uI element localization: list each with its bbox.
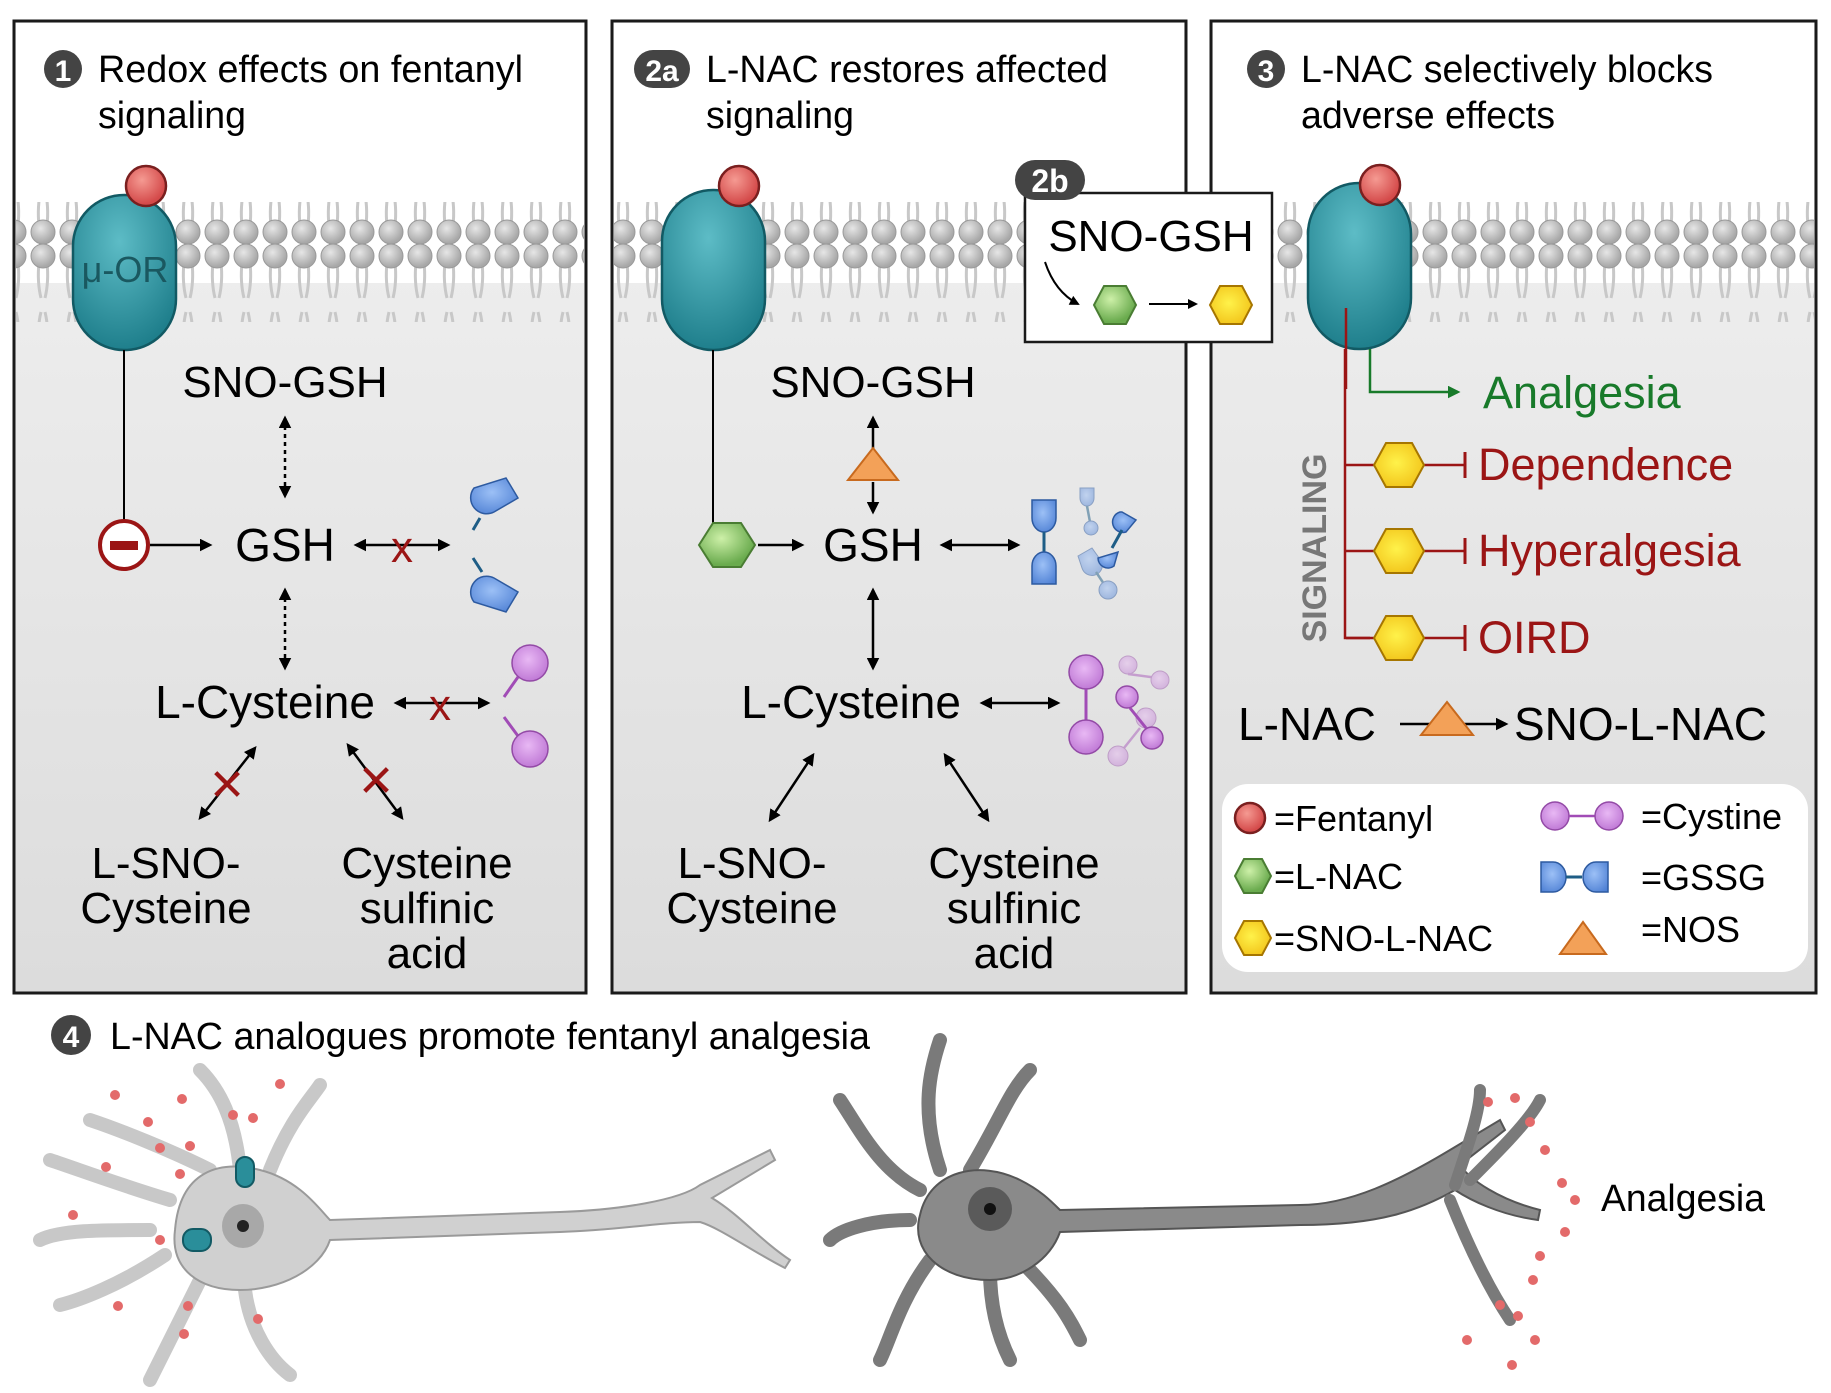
badge-3-text: 3 (1258, 55, 1275, 88)
l-sno-cysteine-label: Cysteine (666, 884, 837, 933)
panel-3: 3 L-NAC selectively blocks adverse effec… (1209, 19, 1818, 995)
badge-2b (1015, 160, 1085, 200)
conversion-from-label: L-NAC (1238, 698, 1376, 750)
panel-2a-title-line2: signaling (706, 95, 854, 137)
legend-sno-l-nac-icon (1233, 920, 1273, 956)
panel-1: 1 Redox effects on fentanyl signaling μ-… (12, 19, 588, 995)
legend: =Fentanyl =L-NAC =SNO-L-NAC =Cystine =GS… (1222, 784, 1808, 972)
fentanyl-dots (68, 1079, 285, 1339)
analgesia-arrow (1368, 349, 1461, 399)
cysteine-sulfinic-acid-label: sulfinic (947, 884, 1082, 933)
panel-1-title-line1: Redox effects on fentanyl (98, 49, 523, 91)
conversion-to-label: SNO-L-NAC (1514, 698, 1767, 750)
panel-2b-inset: 2b SNO-GSH (1015, 160, 1274, 344)
badge-2a (634, 50, 690, 88)
mu-opioid-receptor (1306, 181, 1413, 351)
gssg-split-icon (469, 477, 520, 613)
sno-l-nac-icon (1208, 285, 1254, 325)
legend-l-nac-icon (1233, 858, 1273, 894)
sno-gsh-label: SNO-GSH (1048, 212, 1253, 261)
panel-3-title-line1: L-NAC selectively blocks (1301, 49, 1713, 91)
blocked-x-icon: x (429, 681, 451, 730)
sno-l-nac-icon (1372, 528, 1426, 574)
outcome-label: OIRD (1478, 612, 1591, 663)
fentanyl-icon (1358, 163, 1402, 207)
sno-l-nac-icon (1372, 442, 1426, 488)
analgesia-outcome-label: Analgesia (1601, 1178, 1766, 1220)
cystine-icon (1068, 654, 1170, 767)
legend-l-nac-label: =L-NAC (1274, 856, 1403, 897)
legend-fentanyl-icon (1233, 801, 1267, 835)
cysteine-sulfinic-acid-label: Cysteine (928, 839, 1099, 888)
outcome-label: Dependence (1478, 439, 1733, 490)
nos-icon (1418, 700, 1476, 736)
cysteine-sulfinic-acid-label: acid (974, 929, 1055, 978)
outcome-hyperalgesia: Hyperalgesia (1346, 525, 1742, 576)
outcome-dependence: Dependence (1346, 439, 1733, 490)
l-cysteine-label: L-Cysteine (741, 676, 961, 728)
panel-2a-title-line1: L-NAC restores affected (706, 49, 1108, 91)
receptor-label: μ-OR (82, 249, 169, 290)
outcome-oird: OIRD (1346, 612, 1591, 663)
gssg-icon (1031, 487, 1138, 600)
neuron-presynaptic (33, 1063, 792, 1387)
synaptic-dots (1462, 1093, 1580, 1370)
blocked-x-icon: x (391, 523, 413, 572)
mu-opioid-receptor (660, 188, 767, 352)
cysteine-sulfinic-acid-label: sulfinic (360, 884, 495, 933)
signaling-label: SIGNALING (1296, 454, 1334, 643)
outcome-label: Hyperalgesia (1478, 525, 1742, 576)
receptor-icon (235, 1156, 255, 1188)
panel-4: 4 L-NAC analogues promote fentanyl analg… (33, 1015, 1766, 1387)
legend-sno-l-nac-label: =SNO-L-NAC (1274, 918, 1493, 959)
l-nac-icon (697, 522, 757, 568)
legend-nos-icon (1558, 920, 1608, 955)
nos-icon (845, 446, 901, 481)
legend-gssg-icon (1540, 861, 1609, 893)
badge-4-text: 4 (63, 1021, 80, 1054)
panel-2a: 2a L-NAC restores affected signaling SNO… (610, 19, 1188, 995)
sno-gsh-label: SNO-GSH (770, 358, 975, 407)
sno-l-nac-icon (1372, 615, 1426, 661)
receptor-icon (182, 1228, 212, 1252)
legend-cystine-label: =Cystine (1641, 796, 1782, 837)
sno-gsh-label: SNO-GSH (182, 358, 387, 407)
panel-4-title: L-NAC analogues promote fentanyl analges… (110, 1016, 871, 1058)
blocked-x-icon: ✕ (209, 761, 246, 810)
l-sno-cysteine-label: L-SNO- (677, 839, 826, 888)
blocked-x-icon: ✕ (358, 757, 395, 806)
l-cysteine-label: L-Cysteine (155, 676, 375, 728)
l-sno-cysteine-label: L-SNO- (91, 839, 240, 888)
badge-3 (1247, 50, 1285, 88)
neuron-postsynaptic (823, 1033, 1546, 1367)
membrane (1213, 202, 1814, 322)
legend-fentanyl-label: =Fentanyl (1274, 798, 1433, 839)
legend-cystine-icon (1540, 801, 1624, 831)
l-sno-cysteine-label: Cysteine (80, 884, 251, 933)
legend-nos-label: =NOS (1641, 909, 1740, 950)
panel-3-title-line2: adverse effects (1301, 95, 1555, 137)
l-nac-icon (1092, 285, 1138, 325)
fentanyl-icon (124, 164, 168, 208)
legend-gssg-label: =GSSG (1641, 857, 1766, 898)
badge-1-text: 1 (55, 55, 72, 88)
outcome-analgesia: Analgesia (1483, 367, 1682, 418)
gsh-label: GSH (235, 519, 335, 571)
badge-4 (51, 1015, 91, 1055)
badge-2b-text: 2b (1031, 163, 1068, 199)
badge-2a-text: 2a (645, 55, 679, 88)
panel-1-title-line2: signaling (98, 95, 246, 137)
cystine-split-icon (502, 644, 549, 768)
cysteine-sulfinic-acid-label: Cysteine (341, 839, 512, 888)
badge-1 (44, 50, 82, 88)
cysteine-sulfinic-acid-label: acid (387, 929, 468, 978)
fentanyl-icon (717, 164, 761, 208)
gsh-label: GSH (823, 519, 923, 571)
